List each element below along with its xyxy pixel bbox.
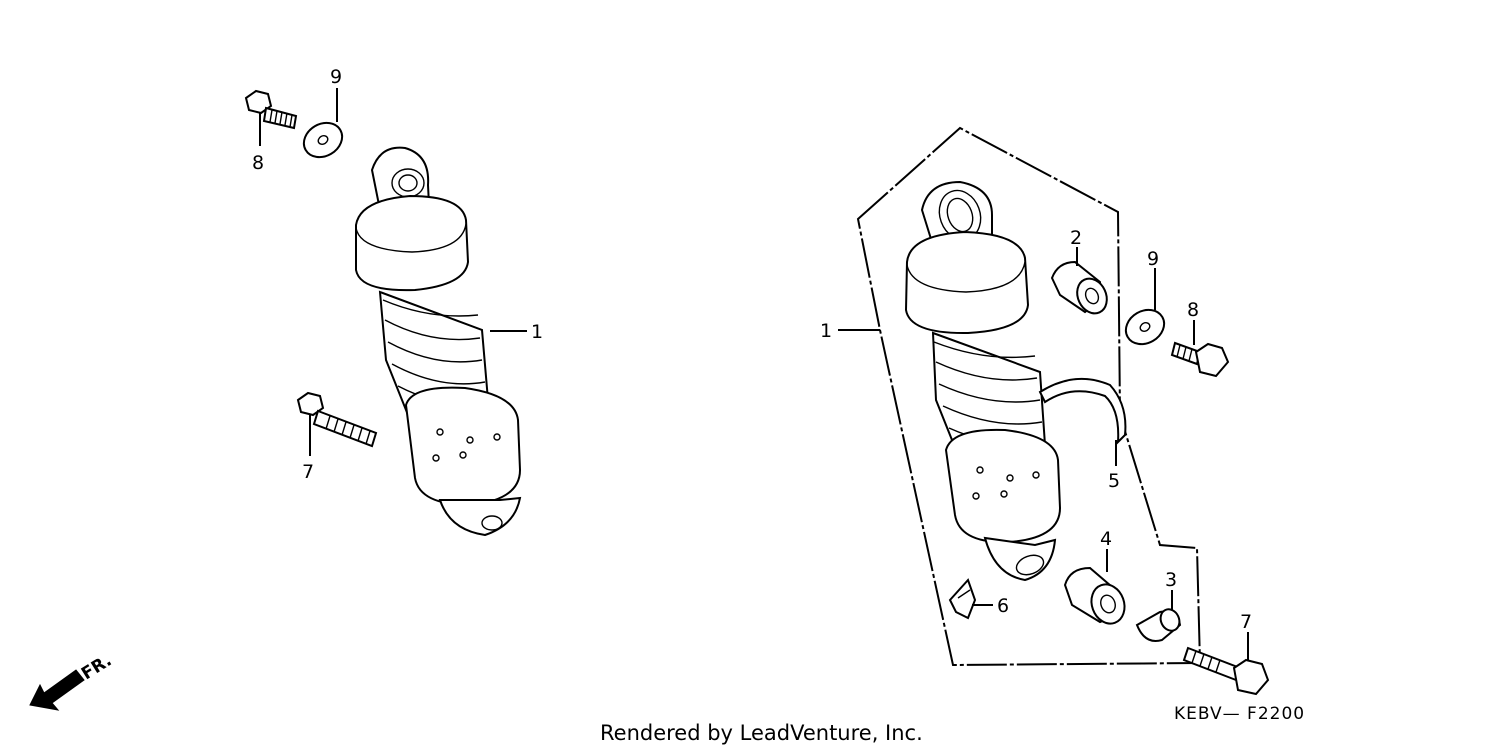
callout-left-7: 7 bbox=[302, 461, 314, 483]
left-washer-9[interactable] bbox=[298, 116, 349, 164]
callout-left-9: 9 bbox=[330, 66, 342, 88]
callout-right-8: 8 bbox=[1187, 299, 1199, 321]
right-shock-absorber-1[interactable] bbox=[904, 180, 1062, 582]
credit-text: Rendered by LeadVenture, Inc. bbox=[600, 721, 923, 745]
callout-right-7: 7 bbox=[1240, 611, 1252, 633]
clip-6[interactable] bbox=[948, 578, 977, 620]
arrow-down-left-icon bbox=[29, 669, 85, 711]
callout-right-6: 6 bbox=[997, 595, 1009, 617]
right-flange-bolt-8[interactable] bbox=[1170, 341, 1230, 378]
band-5[interactable] bbox=[1038, 377, 1127, 445]
right-flange-bolt-7[interactable] bbox=[1182, 646, 1270, 696]
bushing-2[interactable] bbox=[1050, 260, 1112, 318]
right-shock-absorber-assembly: 1 2 9 8 5 bbox=[820, 126, 1270, 696]
callout-right-4: 4 bbox=[1100, 528, 1112, 550]
left-shock-absorber-assembly: 8 9 bbox=[244, 66, 543, 537]
callout-right-2: 2 bbox=[1070, 227, 1082, 249]
callout-right-5: 5 bbox=[1108, 470, 1120, 492]
left-shock-absorber-1[interactable] bbox=[355, 146, 522, 537]
callout-right-3: 3 bbox=[1165, 569, 1177, 591]
left-flange-bolt-8[interactable] bbox=[244, 89, 298, 130]
assembly-outline bbox=[856, 126, 1202, 667]
collar-3[interactable] bbox=[1135, 606, 1183, 642]
front-direction-indicator: FR. bbox=[29, 651, 115, 711]
callout-right-1: 1 bbox=[820, 320, 832, 342]
bushing-4[interactable] bbox=[1063, 566, 1130, 628]
callout-left-1: 1 bbox=[531, 321, 543, 343]
callout-right-9: 9 bbox=[1147, 248, 1159, 270]
diagram-code: KEBV— F2200 bbox=[1174, 704, 1305, 724]
callout-left-8: 8 bbox=[252, 152, 264, 174]
right-washer-9[interactable] bbox=[1120, 303, 1171, 351]
left-flange-bolt-7[interactable] bbox=[296, 391, 378, 448]
